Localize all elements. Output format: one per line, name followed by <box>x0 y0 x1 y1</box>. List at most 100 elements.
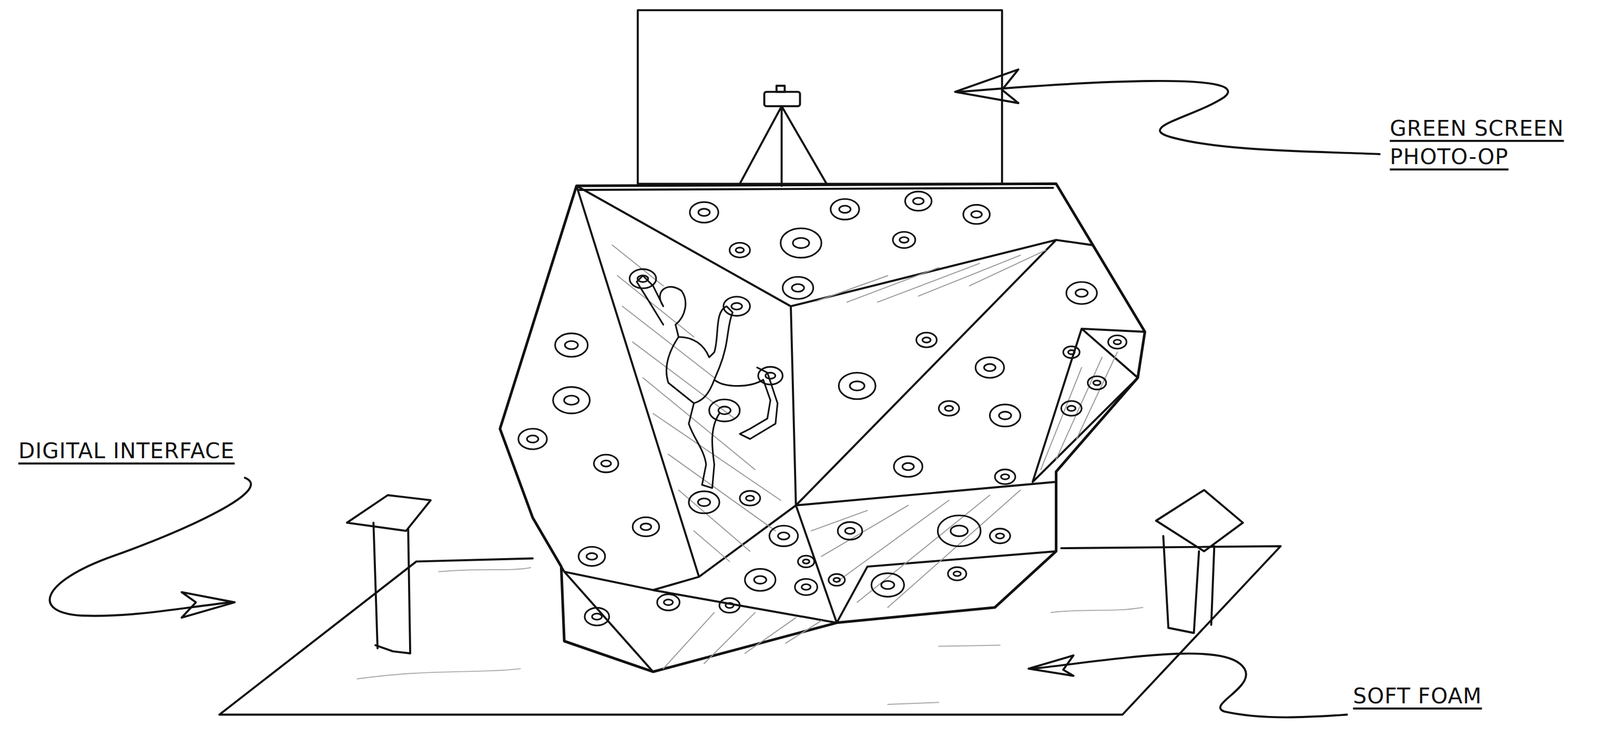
hold-bolt <box>849 381 865 391</box>
climbing-hold <box>553 386 590 414</box>
arrowhead <box>954 69 1018 104</box>
climbing-hold <box>904 191 932 211</box>
climbing-hold <box>837 521 863 540</box>
arrowhead <box>1028 655 1074 676</box>
hold-bolt <box>697 498 710 507</box>
climbing-hold <box>1061 400 1082 416</box>
hold-bolt <box>950 525 968 536</box>
sketch-line <box>49 9 1380 717</box>
boulder-facets <box>532 185 1092 672</box>
hold-bolt <box>637 275 649 283</box>
climber <box>636 275 778 488</box>
sketch-line <box>811 490 1021 608</box>
climbing-hold <box>830 198 860 220</box>
climbing-hold <box>555 333 588 358</box>
hold-bolt <box>731 302 742 310</box>
hold-bolt <box>1113 339 1121 345</box>
hold-bolt <box>725 602 735 608</box>
hold-bolt <box>801 584 811 590</box>
hold-bolt <box>922 337 931 343</box>
sketch-line <box>612 245 781 562</box>
climbing-hold <box>871 573 904 597</box>
hold-bolt <box>792 237 810 248</box>
hold-bolt <box>735 247 745 253</box>
climbing-hold <box>518 428 547 450</box>
green-screen <box>637 9 1003 184</box>
hold-bolt <box>564 395 579 405</box>
sketch-line <box>1041 352 1118 470</box>
climbing-hold <box>688 491 720 514</box>
boulder-outline <box>500 183 1146 672</box>
climbing-hold <box>948 566 967 580</box>
callout-label: GREEN SCREEN PHOTO-OP <box>1389 114 1594 172</box>
hold-bolt <box>600 460 611 467</box>
climbing-hold <box>723 296 750 316</box>
sketch-line <box>816 249 1047 302</box>
climbing-hold <box>937 515 981 547</box>
leader-line <box>49 477 252 616</box>
climbing-hold <box>975 357 1004 378</box>
hold-bolt <box>944 405 954 411</box>
climbing-hold <box>1108 335 1127 349</box>
hold-bolt <box>1093 380 1101 385</box>
hold-bolt <box>802 558 810 564</box>
climbing-hold <box>916 332 937 348</box>
hold-bolt <box>1001 473 1010 480</box>
hold-bolt <box>753 575 767 584</box>
climbing-hold <box>1063 345 1080 358</box>
boulder-protrusion <box>1032 328 1145 482</box>
camera-lens <box>776 85 786 93</box>
hold-bolt <box>1075 289 1088 298</box>
mat-texture <box>357 567 1143 705</box>
climbing-holds <box>518 191 1127 626</box>
climbing-hold <box>798 555 815 567</box>
hold-bolt <box>881 580 895 589</box>
climbing-hold <box>782 276 814 299</box>
climbing-hold <box>938 400 960 416</box>
hold-bolt <box>592 613 603 620</box>
climbing-hold <box>758 366 783 385</box>
hold-bolt <box>640 523 651 531</box>
hold-bolt <box>913 197 924 205</box>
foam-mat <box>219 545 1281 715</box>
climbing-hold <box>893 455 923 477</box>
interface-podium-left <box>347 494 431 654</box>
boulder-top-edge <box>579 187 1053 190</box>
climbing-hold <box>838 372 876 399</box>
hold-bolt <box>971 210 982 218</box>
climbing-hold <box>780 228 822 258</box>
hold-bolt <box>526 435 539 443</box>
climbing-hold <box>629 269 656 289</box>
climbing-hold <box>578 546 605 566</box>
climbing-hold <box>892 231 916 249</box>
hold-bolt <box>564 340 578 350</box>
climbing-hold <box>989 528 1011 544</box>
callout-label: SOFT FOAM <box>1352 681 1482 711</box>
hold-bolt <box>791 283 804 292</box>
climbing-hold <box>729 242 751 258</box>
climbing-hold <box>709 399 740 422</box>
climbing-hold <box>719 597 740 613</box>
hold-bolt <box>984 363 996 372</box>
hold-bolt <box>953 571 961 576</box>
hold-bolt <box>778 532 790 540</box>
arrowhead <box>181 592 235 618</box>
sketch-line <box>663 612 822 669</box>
facet-hatching <box>612 245 1118 669</box>
camera <box>764 92 801 107</box>
hold-bolt <box>839 205 851 213</box>
hold-bolt <box>1068 350 1075 355</box>
hold-bolt <box>902 462 914 471</box>
climbing-hold <box>963 204 990 224</box>
climbing-hold <box>745 568 776 591</box>
hold-bolt <box>995 533 1005 539</box>
climbing-hold <box>795 578 818 596</box>
climbing-hold <box>739 490 761 506</box>
hold-bolt <box>746 495 755 501</box>
leader-line <box>959 80 1380 155</box>
hold-bolt <box>586 552 598 560</box>
climbing-hold <box>632 516 659 536</box>
climbing-hold <box>769 525 798 546</box>
